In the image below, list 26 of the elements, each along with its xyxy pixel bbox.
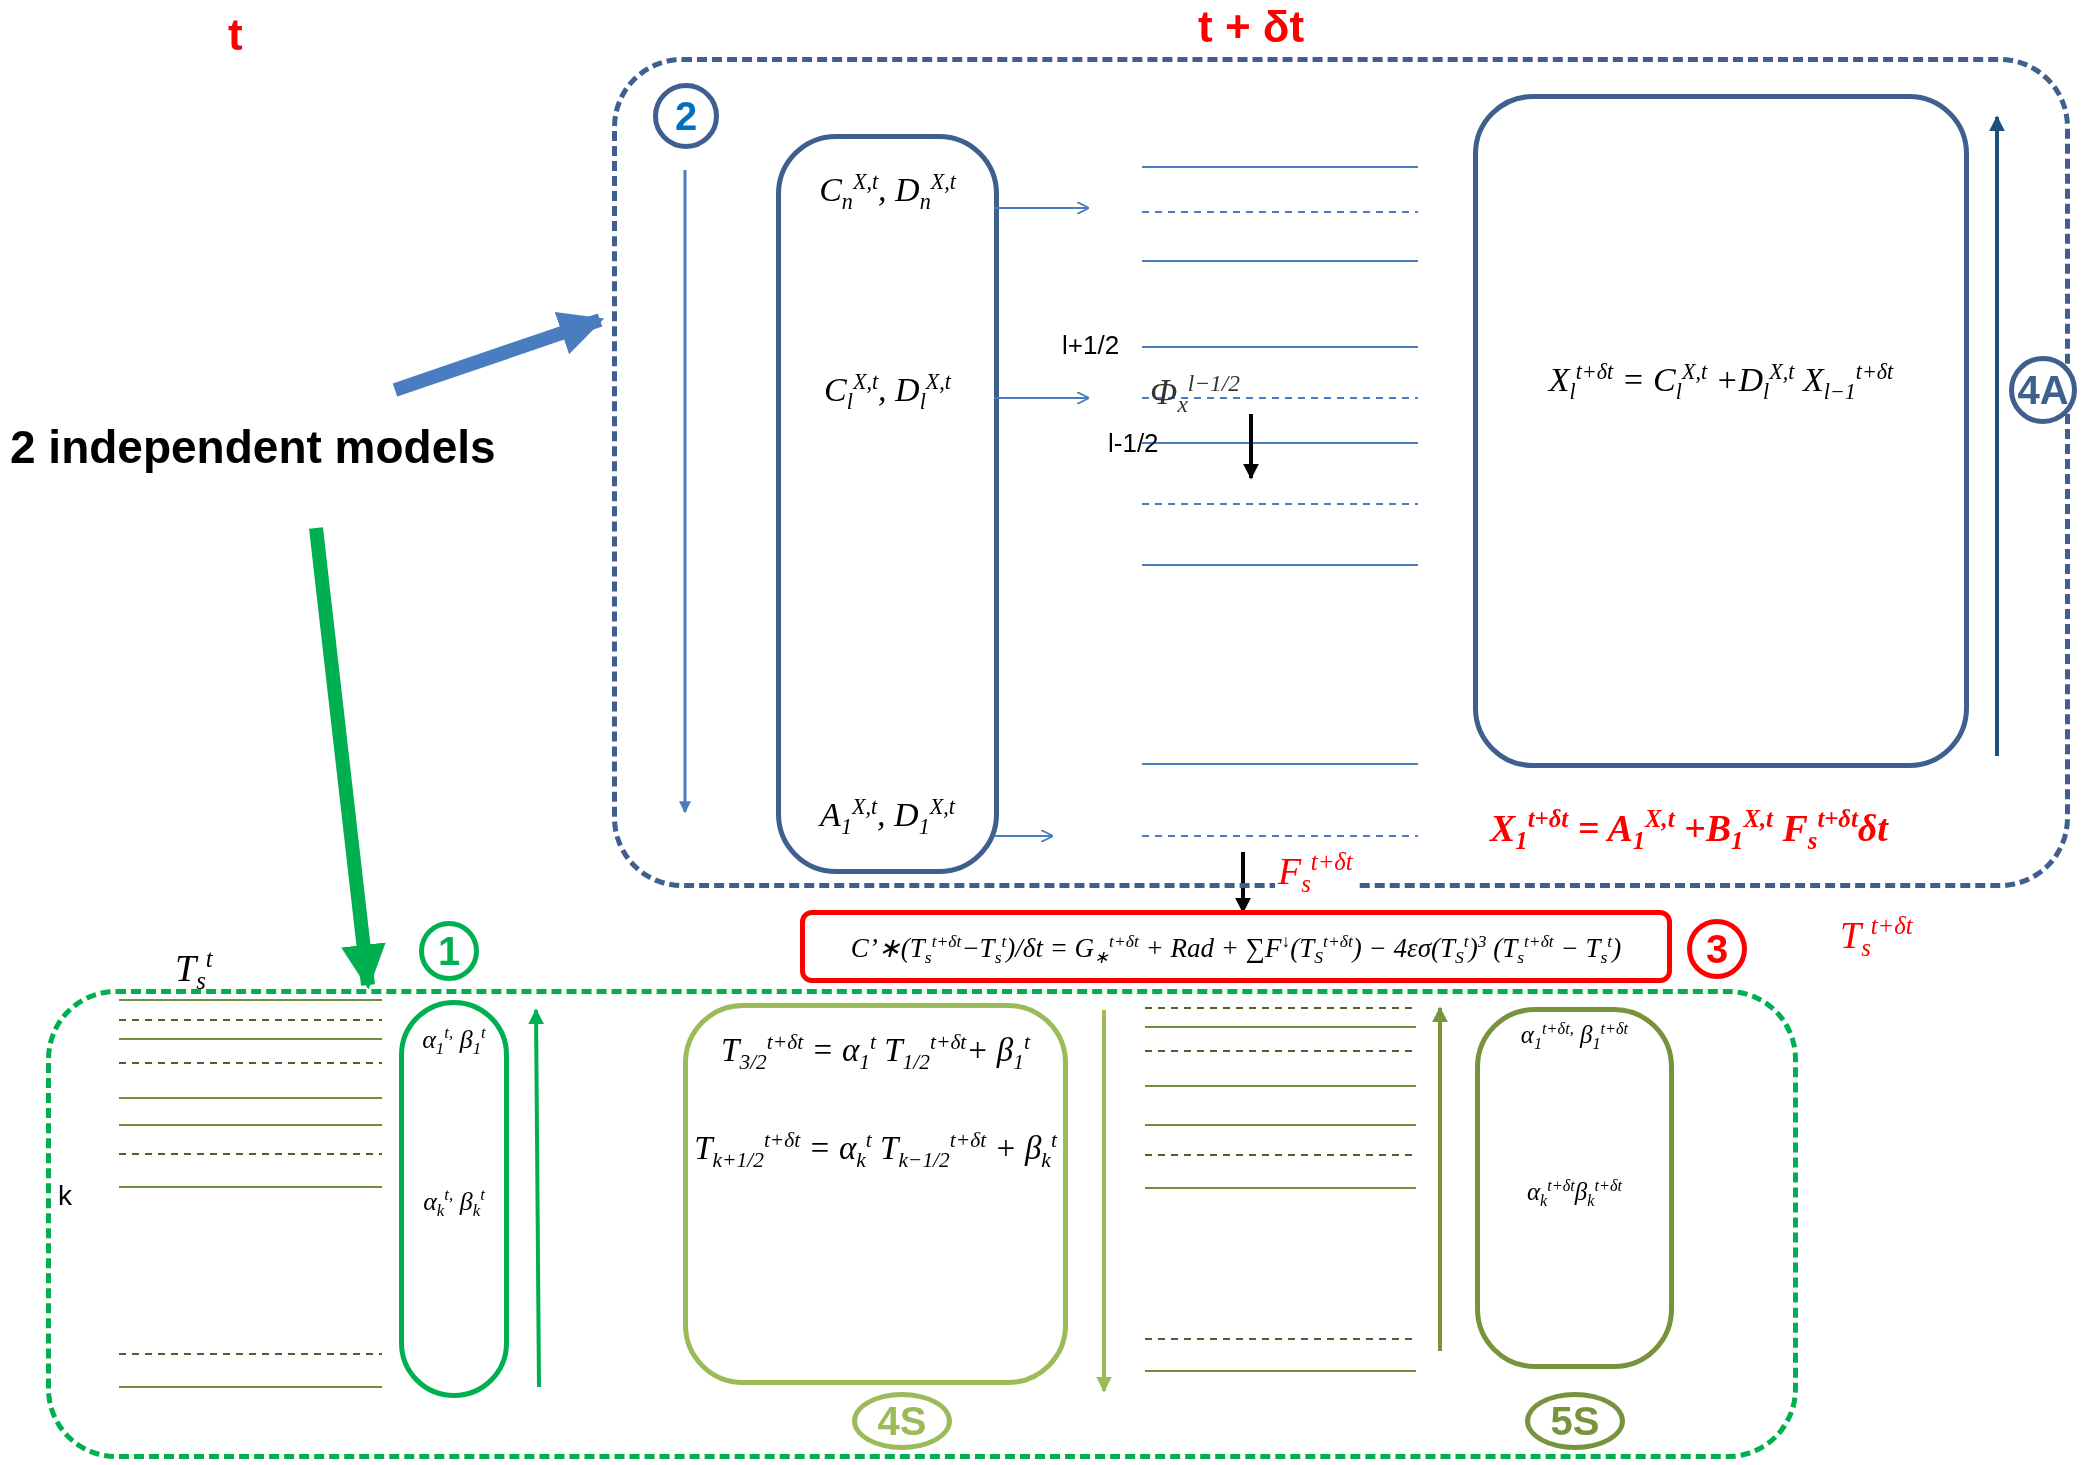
step-number: 2	[653, 83, 719, 149]
soil-model-frame	[46, 989, 1798, 1459]
recurrence-panel	[1473, 94, 1969, 768]
time-label: t + δt	[1198, 2, 1305, 52]
coefficient-panel	[1475, 1007, 1674, 1369]
step-number: 1	[419, 921, 479, 981]
level-label: k	[58, 1180, 72, 1212]
step-number: 5S	[1525, 1392, 1625, 1450]
heading-text: 2 independent models	[10, 420, 530, 480]
energy-balance-equation: C’∗(T$_{s}$$^{t+δt}$−T$_{s}$$^{t}$)/δt = G$_{∗}$$^{t+δt}$ + Rad + ∑F$^{↓}$(T$_{S}$$^{t+δt}$) − 4εσ(T$_{S}$$^{t}$)$^{3}$ (T$_{s}$$^{t+δt}$ − T$_{s}$$^{t}$)	[849, 931, 1623, 969]
step-number: 4A	[2009, 356, 2077, 424]
surface-condition-formula: X$_{1}$$^{t+δt}$ = A$_{1}$$^{X,t}$ +B$_{1}$$^{X,t}$ F$_{s}$$^{t+δt}$δt	[1490, 805, 1888, 856]
level-label: l+1/2	[1062, 330, 1120, 361]
arrow	[309, 527, 386, 990]
coefficient-panel	[776, 134, 999, 874]
arrow	[993, 391, 1091, 405]
energy-balance-panel	[800, 910, 1672, 983]
level-label: l-1/2	[1108, 428, 1159, 459]
step-number: 3	[1687, 919, 1747, 979]
arrow	[993, 829, 1055, 843]
arrow	[392, 311, 605, 397]
recurrence-panel	[683, 1003, 1068, 1385]
time-label: t	[228, 10, 243, 60]
arrow	[993, 201, 1091, 215]
coefficient-panel	[399, 1000, 509, 1398]
step-number: 4S	[852, 1392, 952, 1450]
